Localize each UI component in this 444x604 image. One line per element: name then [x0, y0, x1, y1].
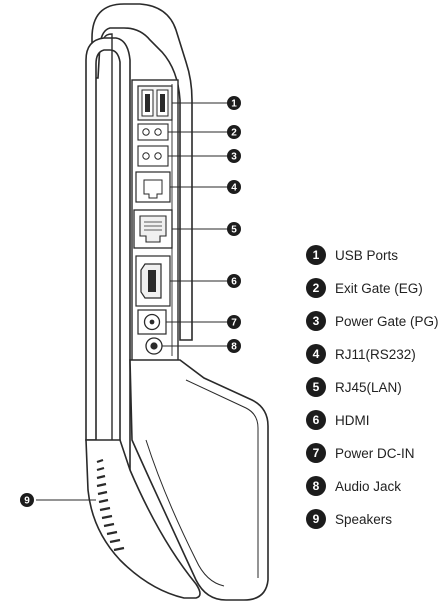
- audio-jack-port: [145, 337, 163, 355]
- rj45-port: [133, 209, 173, 249]
- callout-leaders: [36, 102, 228, 501]
- legend-label: RJ45(LAN): [335, 379, 402, 395]
- legend-item-power-dc-in: 7 Power DC-IN: [306, 442, 442, 464]
- callout-marker-1: 1: [227, 96, 241, 110]
- callout-marker-3: 3: [227, 149, 241, 163]
- callout-number-8: 8: [231, 342, 237, 353]
- legend-label: Exit Gate (EG): [335, 280, 423, 296]
- callout-number-5: 5: [231, 225, 237, 236]
- callout-number-3: 3: [231, 152, 237, 163]
- legend-label: Power Gate (PG): [335, 313, 439, 329]
- legend-item-exit-gate: 2 Exit Gate (EG): [306, 277, 442, 299]
- device-stand: [129, 359, 269, 601]
- callout-marker-9: 9: [20, 493, 34, 507]
- callout-number-7: 7: [231, 318, 237, 329]
- device-top-cap: [91, 3, 193, 341]
- callout-number-6: 6: [231, 277, 237, 288]
- device-main-body: [85, 37, 131, 471]
- legend-item-audio-jack: 8 Audio Jack: [306, 475, 442, 497]
- callout-marker-2: 2: [227, 125, 241, 139]
- rj11-port: [135, 171, 171, 203]
- legend-label: Speakers: [335, 511, 393, 527]
- callout-marker-4: 4: [227, 180, 241, 194]
- legend-number: 6: [306, 410, 326, 430]
- callout-marker-6: 6: [227, 274, 241, 288]
- legend-label: USB Ports: [335, 247, 399, 263]
- device-front-edge: [103, 33, 113, 540]
- legend-number: 3: [306, 311, 326, 331]
- callout-number-2: 2: [231, 128, 237, 139]
- legend-label: HDMI: [335, 412, 370, 428]
- legend-number: 4: [306, 344, 326, 364]
- legend-number: 8: [306, 476, 326, 496]
- legend-number: 9: [306, 509, 326, 529]
- power-dc-in-port: [137, 309, 167, 335]
- speaker-housing: [85, 439, 201, 599]
- usb-ports-port: [137, 85, 173, 121]
- legend: 1 USB Ports 2 Exit Gate (EG) 3 Power Gat…: [306, 244, 442, 541]
- legend-label: RJ11(RS232): [335, 346, 416, 362]
- legend-label: Power DC-IN: [335, 445, 415, 461]
- legend-item-rj11: 4 RJ11(RS232): [306, 343, 442, 365]
- legend-label: Audio Jack: [335, 478, 402, 494]
- legend-number: 1: [306, 245, 326, 265]
- legend-item-usb-ports: 1 USB Ports: [306, 244, 442, 266]
- callout-marker-7: 7: [227, 315, 241, 329]
- callout-number-9: 9: [24, 496, 30, 507]
- power-gate-port: [137, 145, 169, 167]
- legend-item-power-gate: 3 Power Gate (PG): [306, 310, 442, 332]
- exit-gate-port: [137, 123, 169, 141]
- callout-marker-5: 5: [227, 222, 241, 236]
- legend-number: 5: [306, 377, 326, 397]
- legend-item-hdmi: 6 HDMI: [306, 409, 442, 431]
- callout-marker-8: 8: [227, 339, 241, 353]
- legend-number: 7: [306, 443, 326, 463]
- callout-number-1: 1: [231, 99, 237, 110]
- speaker-grille: [96, 458, 125, 552]
- legend-item-speakers: 9 Speakers: [306, 508, 442, 530]
- legend-item-rj45: 5 RJ45(LAN): [306, 376, 442, 398]
- legend-number: 2: [306, 278, 326, 298]
- callout-number-4: 4: [231, 183, 237, 194]
- hdmi-port: [135, 255, 171, 307]
